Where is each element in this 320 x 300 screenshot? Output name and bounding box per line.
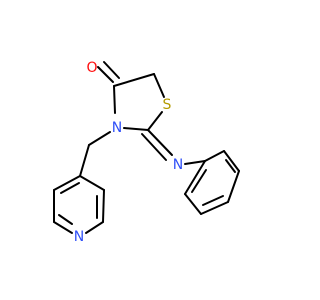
bond-c2-n3 (123, 127, 149, 131)
pyridine-bond-2 (102, 189, 105, 223)
bond-c4-o (97, 66, 114, 83)
bonds (53, 61, 240, 234)
bond-c5-s (153, 73, 165, 98)
phenyl-inner-2 (202, 195, 224, 206)
bond-c2-n-imine (147, 129, 173, 156)
pyridine-bond-3 (85, 221, 104, 234)
imine-nitrogen-label: N (173, 157, 183, 173)
atom-labels: O S N N N (74, 60, 183, 245)
phenyl-inner-1 (225, 159, 236, 173)
phenyl-inner-3 (191, 169, 207, 193)
bond-c2-n-imine-double (141, 133, 167, 161)
bond-ch2-pyridine (79, 144, 90, 177)
pyridine-nitrogen-label: N (74, 229, 84, 245)
molecule-diagram: O S N N N (53, 60, 240, 245)
pyridine-inner-3 (60, 182, 80, 194)
phenyl-bond-4 (200, 201, 229, 215)
ring-nitrogen-label: N (112, 120, 122, 136)
bond-n-phenyl (184, 160, 206, 165)
bond-n3-ch2 (88, 131, 111, 146)
oxygen-label: O (86, 60, 97, 76)
bond-c4-o-double (103, 61, 120, 79)
pyridine-bond-4 (53, 221, 73, 234)
phenyl-bond-6 (184, 160, 206, 195)
phenyl-bond-1 (204, 150, 225, 162)
bond-c4-c5 (113, 73, 155, 87)
pyridine-bond-6 (53, 175, 81, 191)
phenyl-bond-3 (227, 170, 240, 203)
bond-n3-c4 (113, 85, 116, 114)
sulfur-label: S (163, 97, 172, 113)
pyridine-inner-2 (58, 214, 73, 225)
phenyl-bond-2 (223, 150, 240, 172)
bond-s-c2 (147, 111, 163, 131)
phenyl-bond-5 (184, 193, 202, 215)
pyridine-bond-1 (79, 175, 105, 191)
